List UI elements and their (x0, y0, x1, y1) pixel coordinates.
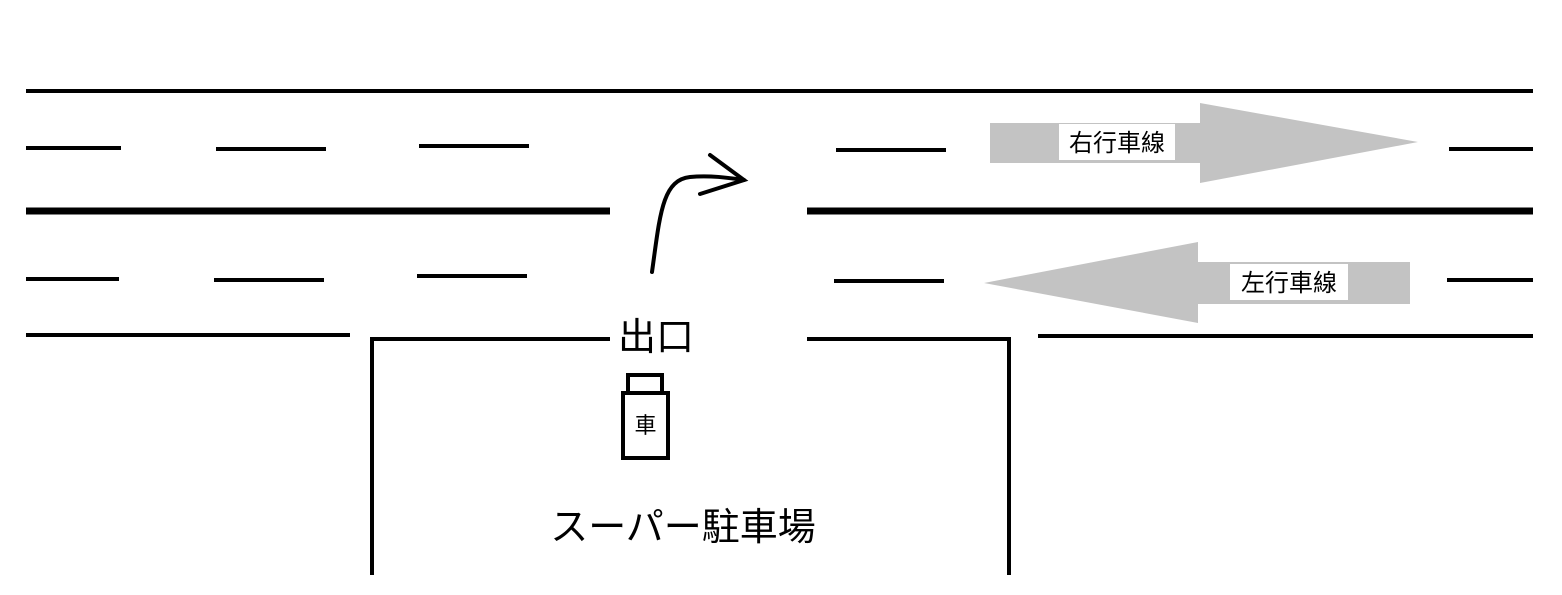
car-body (621, 391, 670, 460)
right-lane-label-bg (1059, 124, 1175, 160)
road-bottom-edge (26, 333, 1533, 338)
lane-dashes-lower (26, 274, 1533, 283)
car-label: 車 (634, 414, 656, 439)
arrow-head (984, 242, 1198, 323)
right-lane-label: 右行車線 (1069, 129, 1165, 157)
left-lane-label-bg (1230, 264, 1348, 300)
parking-lot-wall-right (807, 337, 1011, 575)
exit-label: 出口 (618, 315, 694, 359)
parking-lot-wall-left (370, 337, 610, 575)
turn-arrowhead (698, 153, 749, 196)
parking-lot-label: スーパー駐車場 (550, 505, 816, 549)
arrow-head (1200, 103, 1418, 183)
car-icon (621, 373, 670, 460)
left-lane-label: 左行車線 (1241, 269, 1337, 297)
lane-dashes-upper (26, 144, 1533, 152)
road-lines (26, 89, 1533, 575)
car-front (626, 373, 664, 395)
right-turn-arrow-icon (650, 153, 749, 274)
right-lane-arrow (990, 103, 1418, 183)
turn-path (650, 174, 746, 274)
